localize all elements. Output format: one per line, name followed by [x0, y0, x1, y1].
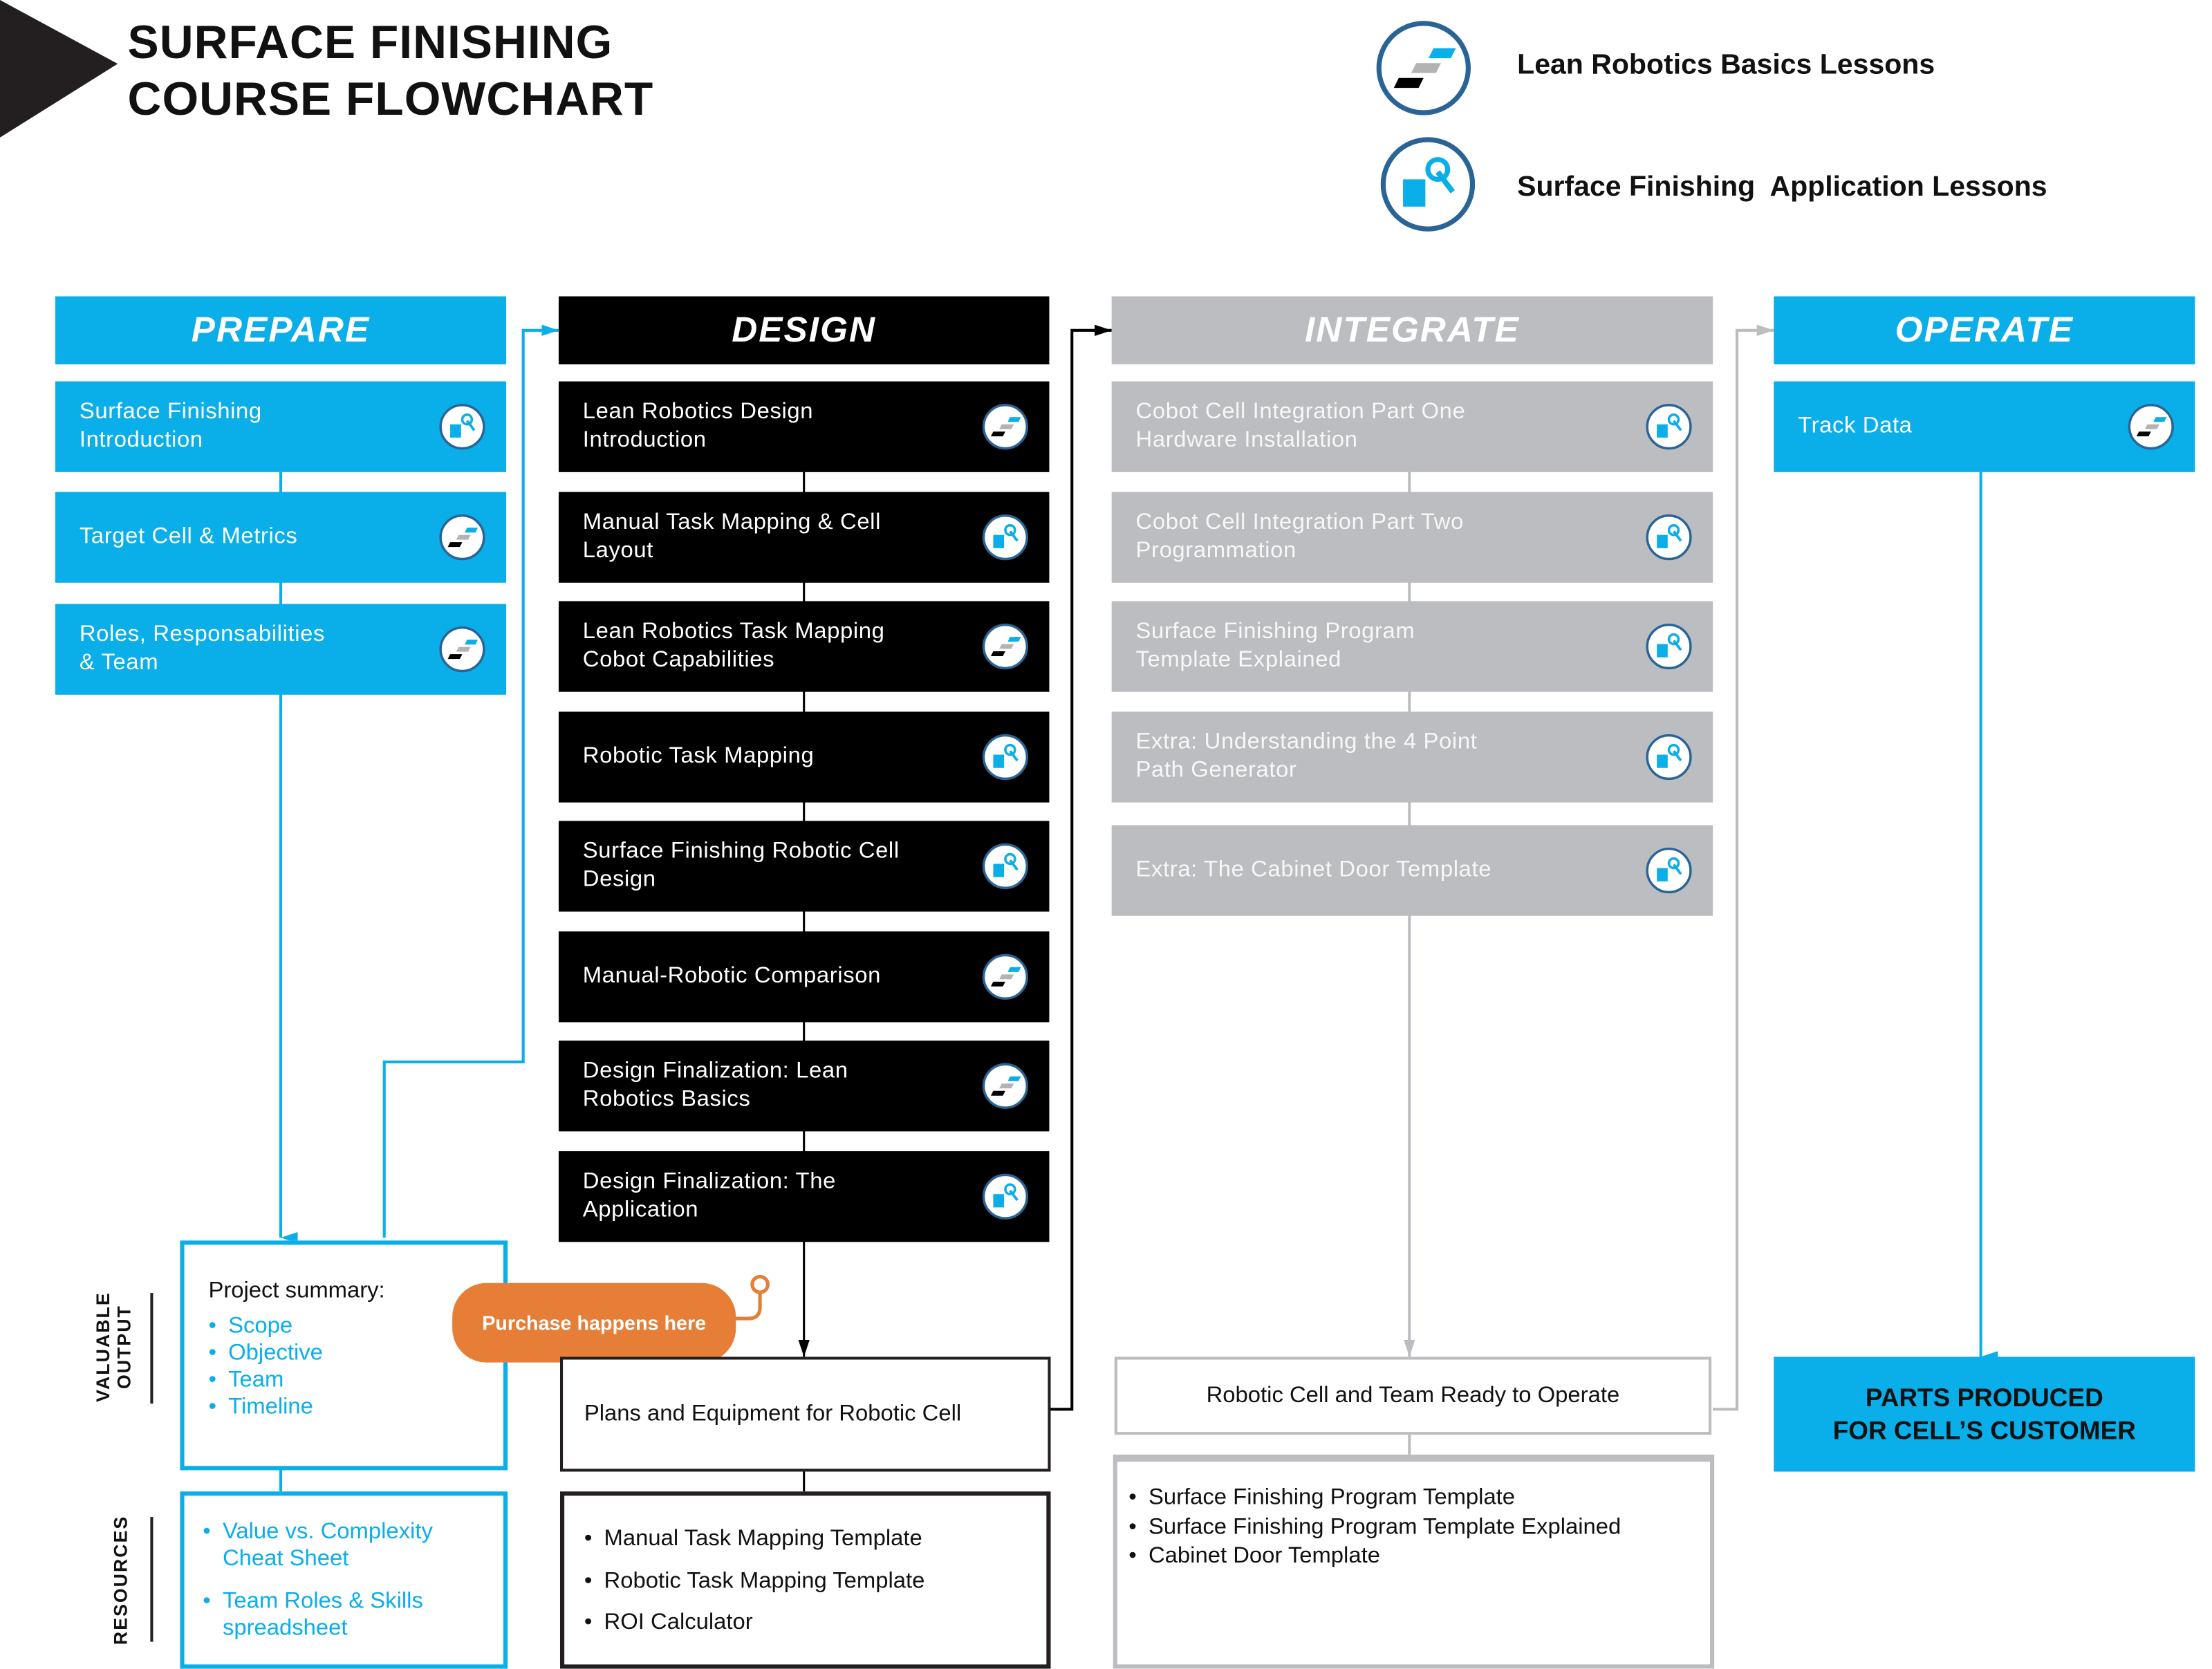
title-triangle [0, 0, 118, 138]
design-to-integrate-arrow [1049, 324, 1112, 1411]
list-item[interactable]: Value vs. Complexity Cheat Sheet [203, 1518, 503, 1572]
lesson-label: Extra: Understanding the 4 Point Path Ge… [1135, 730, 1478, 783]
purchase-pointer [733, 1293, 762, 1321]
operate-lesson[interactable]: Track Data [1774, 381, 2195, 472]
integrate-output-box: Robotic Cell and Team Ready to Operate [1114, 1356, 1712, 1435]
prepare-lesson[interactable]: Target Cell & Metrics [55, 492, 507, 583]
lesson-label: Design Finalization: Lean Robotics Basic… [582, 1059, 848, 1112]
prepare-header: PREPARE [55, 296, 507, 365]
project-summary-heading: Project summary: [208, 1278, 385, 1303]
lesson-label: Roles, Responsabilities & Team [79, 622, 326, 675]
resources-label: RESOURCES [109, 1515, 131, 1645]
surface-finishing-application-icon [1645, 513, 1693, 561]
surface-finishing-application-icon [1378, 135, 1478, 234]
surface-finishing-application-icon [1645, 846, 1693, 895]
project-summary-list: ScopeObjectiveTeamTimeline [208, 1313, 503, 1421]
lean-robotics-basics-icon [438, 625, 487, 673]
lean-robotics-basics-icon [438, 513, 487, 561]
lesson-label: Robotic Task Mapping [582, 744, 815, 769]
integrate-lesson[interactable]: Surface Finishing Program Template Expla… [1111, 601, 1713, 692]
lesson-label: Surface Finishing Program Template Expla… [1135, 619, 1415, 672]
lean-robotics-basics-icon [981, 953, 1030, 1001]
integrate-lesson[interactable]: Extra: Understanding the 4 Point Path Ge… [1111, 711, 1713, 803]
integrate-header: INTEGRATE [1111, 296, 1713, 365]
list-item[interactable]: Surface Finishing Program Template Expla… [1128, 1513, 1710, 1542]
lesson-label: Surface Finishing Robotic Cell Design [582, 839, 900, 892]
purchase-note: Purchase happens here [452, 1283, 736, 1363]
design-lesson[interactable]: Design Finalization: Lean Robotics Basic… [558, 1041, 1050, 1132]
design-lesson[interactable]: Design Finalization: The Application [558, 1151, 1050, 1242]
list-item[interactable]: ROI Calculator [584, 1602, 1046, 1643]
design-output-text: Plans and Equipment for Robotic Cell [584, 1401, 962, 1426]
list-item: Objective [208, 1340, 503, 1367]
integrate-lesson[interactable]: Cobot Cell Integration Part One Hardware… [1111, 381, 1713, 472]
prepare-lesson[interactable]: Roles, Responsabilities & Team [55, 604, 507, 695]
integrate-resources-box: Surface Finishing Program TemplateSurfac… [1113, 1454, 1715, 1669]
page-title: SURFACE FINISHING COURSE FLOWCHART [127, 15, 654, 125]
list-item[interactable]: Manual Task Mapping Template [584, 1518, 1046, 1560]
surface-finishing-application-icon [1645, 402, 1693, 451]
legend-application-label: Surface Finishing Application Lessons [1517, 171, 2047, 203]
list-item[interactable]: Cabinet Door Template [1128, 1542, 1710, 1572]
lesson-label: Target Cell & Metrics [79, 524, 298, 549]
lean-robotics-basics-icon [2127, 402, 2175, 451]
design-lesson[interactable]: Lean Robotics Task Mapping Cobot Capabil… [558, 601, 1050, 692]
list-item: Scope [208, 1313, 503, 1340]
lean-robotics-basics-icon [981, 1062, 1030, 1110]
surface-finishing-application-icon [1645, 622, 1693, 671]
operate-output-box: PARTS PRODUCED FOR CELL’S CUSTOMER [1774, 1356, 2195, 1472]
surface-finishing-application-icon [981, 1173, 1030, 1221]
lesson-label: Extra: The Cabinet Door Template [1135, 857, 1492, 882]
lesson-label: Manual-Robotic Comparison [582, 964, 881, 989]
legend-lean-label: Lean Robotics Basics Lessons [1517, 49, 1935, 81]
lean-robotics-basics-icon [1374, 19, 1474, 118]
prepare-lesson[interactable]: Surface Finishing Introduction [55, 381, 507, 472]
lean-robotics-basics-icon [981, 402, 1030, 451]
design-lesson[interactable]: Manual Task Mapping & Cell Layout [558, 492, 1050, 583]
design-lesson[interactable]: Surface Finishing Robotic Cell Design [558, 821, 1050, 912]
lesson-label: Lean Robotics Design Introduction [582, 400, 814, 453]
lesson-label: Manual Task Mapping & Cell Layout [582, 510, 881, 563]
operate-header: OPERATE [1774, 296, 2195, 365]
list-item: Team [208, 1367, 503, 1394]
purchase-pointer-dot [750, 1275, 770, 1294]
prepare-to-design-arrow [382, 324, 559, 1238]
lesson-label: Surface Finishing Introduction [79, 400, 262, 453]
list-item[interactable]: Surface Finishing Program Template [1128, 1484, 1710, 1513]
project-summary-box: Project summary: ScopeObjectiveTeamTimel… [180, 1240, 508, 1471]
lesson-label: Design Finalization: The Application [582, 1169, 836, 1222]
surface-finishing-application-icon [1645, 733, 1693, 781]
surface-finishing-application-icon [981, 842, 1030, 891]
lesson-label: Cobot Cell Integration Part Two Programm… [1135, 510, 1464, 563]
list-item: Timeline [208, 1394, 503, 1421]
lesson-label: Lean Robotics Task Mapping Cobot Capabil… [582, 619, 885, 672]
design-resources-box: Manual Task Mapping TemplateRobotic Task… [559, 1491, 1051, 1669]
lesson-label: Cobot Cell Integration Part One Hardware… [1135, 400, 1466, 453]
surface-finishing-application-icon [981, 733, 1030, 781]
integrate-to-operate-arrow [1713, 324, 1774, 1411]
prepare-resources-box: Value vs. Complexity Cheat SheetTeam Rol… [180, 1491, 508, 1669]
design-output-box: Plans and Equipment for Robotic Cell [559, 1356, 1051, 1472]
lesson-label: Track Data [1798, 413, 1913, 438]
design-header: DESIGN [558, 296, 1050, 365]
integrate-lesson[interactable]: Cobot Cell Integration Part Two Programm… [1111, 492, 1713, 583]
valuable-output-label: VALUABLE OUTPUT [92, 1292, 135, 1402]
design-lesson[interactable]: Lean Robotics Design Introduction [558, 381, 1050, 472]
list-item[interactable]: Team Roles & Skills spreadsheet [203, 1588, 503, 1642]
lean-robotics-basics-icon [981, 622, 1030, 671]
surface-finishing-application-icon [981, 513, 1030, 561]
design-lesson[interactable]: Robotic Task Mapping [558, 711, 1050, 803]
list-item[interactable]: Robotic Task Mapping Template [584, 1560, 1046, 1602]
integrate-lesson[interactable]: Extra: The Cabinet Door Template [1111, 825, 1713, 916]
design-lesson[interactable]: Manual-Robotic Comparison [558, 931, 1050, 1023]
integrate-output-text: Robotic Cell and Team Ready to Operate [1206, 1383, 1620, 1408]
surface-finishing-application-icon [438, 402, 487, 451]
